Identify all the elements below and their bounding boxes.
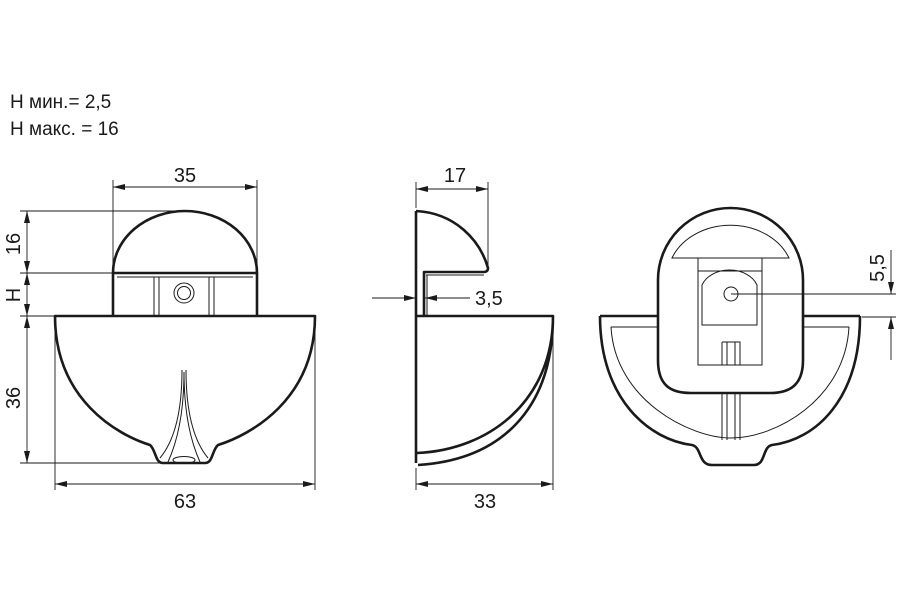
dim-35: 35 bbox=[174, 165, 196, 187]
dim-17: 17 bbox=[444, 165, 466, 187]
dim-3-5: 3,5 bbox=[475, 288, 503, 310]
front-top-cap bbox=[111, 209, 259, 275]
back-view: 5,5 bbox=[598, 206, 896, 467]
front-view: 35 16 H 36 63 bbox=[3, 165, 317, 513]
dim-5-5: 5,5 bbox=[867, 254, 889, 282]
dim-63: 63 bbox=[174, 491, 196, 513]
side-top bbox=[414, 209, 490, 463]
screw-icon bbox=[173, 282, 195, 304]
dim-33: 33 bbox=[474, 491, 496, 513]
side-view: 17 3,5 33 bbox=[372, 165, 555, 513]
back-plate bbox=[656, 206, 805, 395]
h-max-note: H макс. = 16 bbox=[10, 119, 119, 140]
back-bowl bbox=[598, 314, 862, 467]
dim-36: 36 bbox=[3, 387, 25, 409]
h-min-note: H мин.= 2,5 bbox=[10, 92, 112, 113]
dim-h: H bbox=[3, 288, 25, 302]
front-bowl bbox=[53, 314, 317, 465]
dim-16: 16 bbox=[3, 233, 25, 255]
